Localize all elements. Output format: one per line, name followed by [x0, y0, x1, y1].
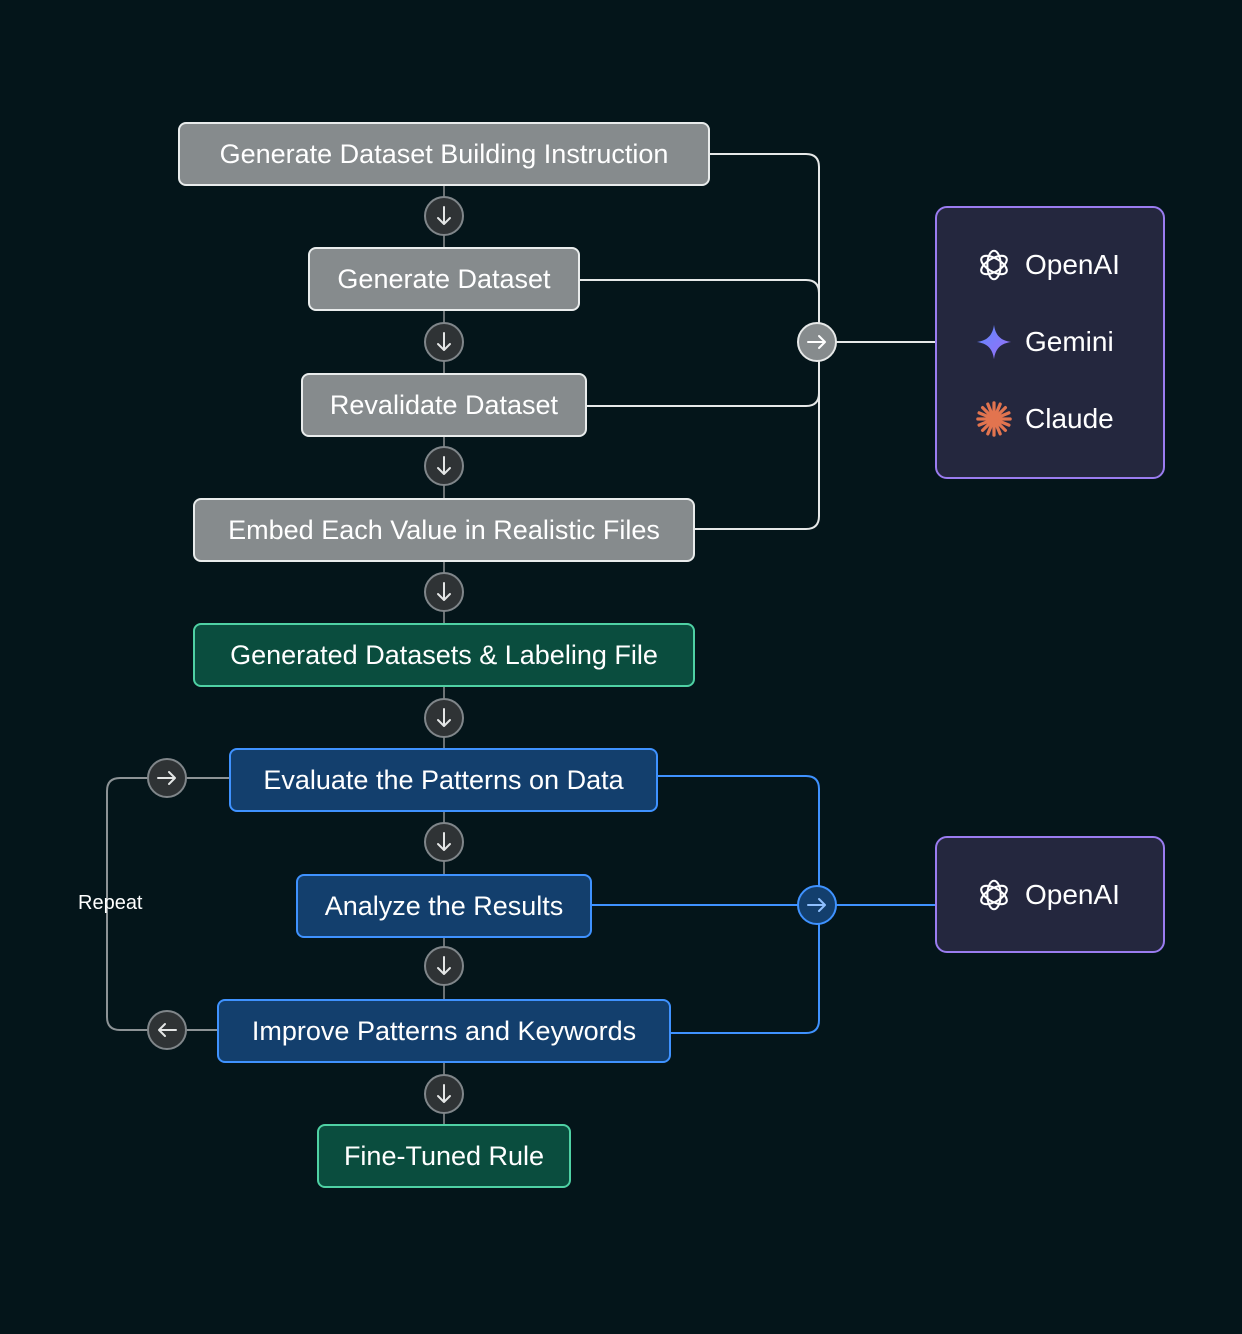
down-arrow-icon [424, 946, 464, 986]
provider-label: OpenAI [1025, 249, 1120, 280]
step-evaluate-patterns: Evaluate the Patterns on Data [229, 748, 658, 812]
provider-label: OpenAI [1025, 879, 1120, 910]
provider-box-top: OpenAI Gemini Claude [935, 206, 1165, 479]
claude-icon [976, 401, 1012, 437]
step-fine-tuned-rule: Fine-Tuned Rule [317, 1124, 571, 1188]
provider-label: Gemini [1025, 326, 1114, 357]
step-label: Generated Datasets & Labeling File [230, 639, 658, 670]
step-generated-datasets: Generated Datasets & Labeling File [193, 623, 695, 687]
openai-icon [980, 249, 1008, 281]
step-label: Improve Patterns and Keywords [251, 1015, 637, 1046]
right-arrow-icon [797, 885, 837, 925]
provider-gemini: Gemini [975, 322, 1114, 362]
step-label: Generate Dataset Building Instruction [219, 138, 669, 169]
step-analyze-results: Analyze the Results [296, 874, 592, 938]
down-arrow-icon [424, 698, 464, 738]
repeat-label: Repeat [78, 892, 143, 914]
provider-box-bottom: OpenAI [935, 836, 1165, 953]
down-arrow-circles [424, 196, 464, 1114]
step-label: Embed Each Value in Realistic Files [228, 514, 660, 545]
step-label: Revalidate Dataset [329, 389, 559, 420]
down-arrow-icon [424, 572, 464, 612]
provider-openai: OpenAI [975, 245, 1120, 285]
provider-openai: OpenAI [975, 875, 1120, 915]
gemini-icon [976, 324, 1012, 360]
down-arrow-icon [424, 196, 464, 236]
down-arrow-icon [424, 322, 464, 362]
down-arrow-icon [424, 822, 464, 862]
provider-claude: Claude [975, 399, 1114, 439]
step-label: Fine-Tuned Rule [343, 1140, 545, 1171]
step-generate-instruction: Generate Dataset Building Instruction [178, 122, 710, 186]
left-arrow-icon [147, 1010, 187, 1050]
step-revalidate-dataset: Revalidate Dataset [301, 373, 587, 437]
step-label: Evaluate the Patterns on Data [263, 764, 624, 795]
down-arrow-icon [424, 1074, 464, 1114]
openai-icon [980, 879, 1008, 911]
step-label: Generate Dataset [337, 263, 551, 294]
step-generate-dataset: Generate Dataset [308, 247, 580, 311]
step-improve-patterns: Improve Patterns and Keywords [217, 999, 671, 1063]
provider-label: Claude [1025, 403, 1114, 434]
right-arrow-icon [147, 758, 187, 798]
step-embed-values: Embed Each Value in Realistic Files [193, 498, 695, 562]
down-arrow-icon [424, 446, 464, 486]
step-label: Analyze the Results [324, 890, 564, 921]
right-arrow-icon [797, 322, 837, 362]
